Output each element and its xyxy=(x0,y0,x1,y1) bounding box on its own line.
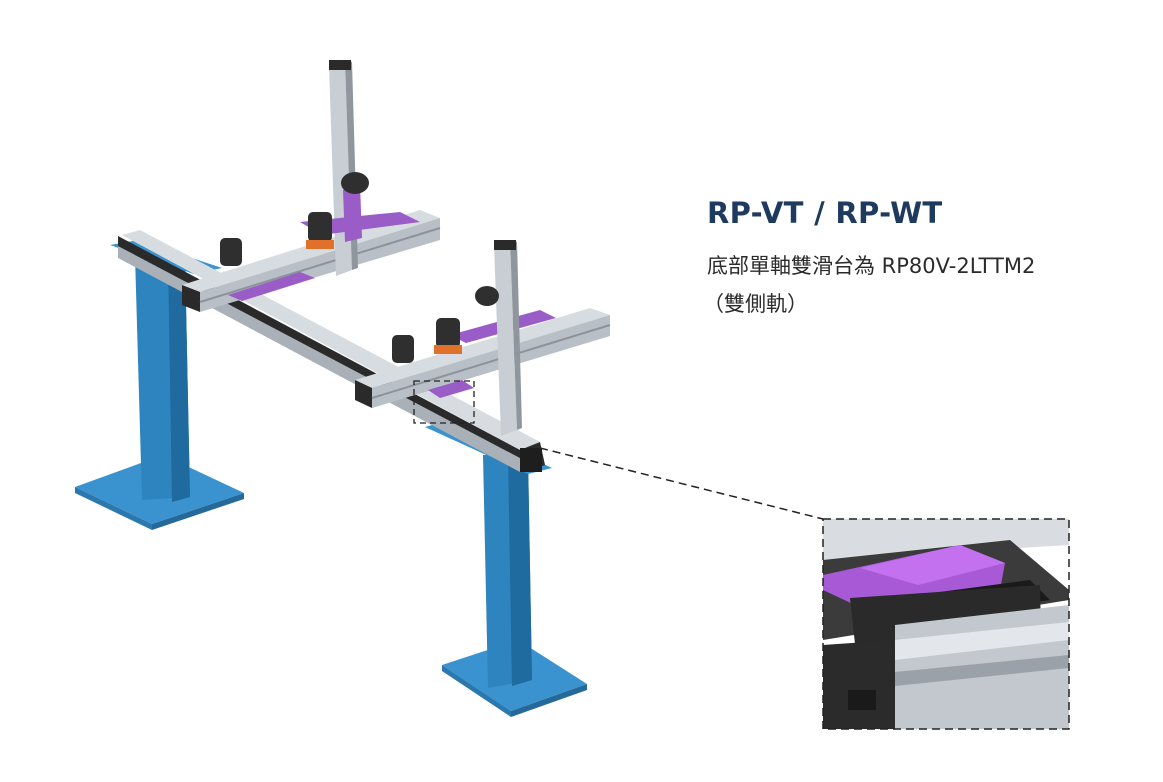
left-stand xyxy=(75,240,244,530)
description-line-2: （雙側軌） xyxy=(703,292,808,316)
motor-icon xyxy=(392,318,462,363)
right-stand xyxy=(425,420,587,717)
vertical-post-2 xyxy=(475,240,522,436)
description-line-1: 底部單軸雙滑台為 RP80V-2LTTM2 xyxy=(707,254,1036,278)
zoom-source-box xyxy=(413,380,475,424)
zoom-leader-line xyxy=(539,447,824,520)
motor-icon xyxy=(220,212,334,266)
cross-beam-1 xyxy=(182,210,441,312)
zoom-callout xyxy=(822,518,1070,730)
product-title: RP-VT / RP-WT xyxy=(707,196,943,230)
